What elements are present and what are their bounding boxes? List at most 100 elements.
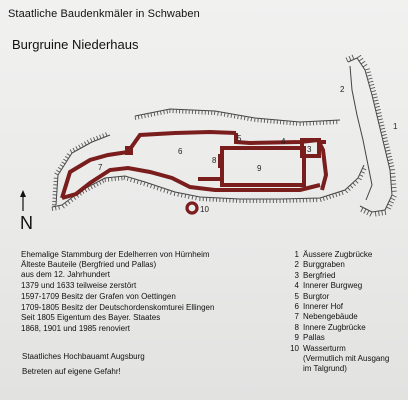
hatch-tick xyxy=(64,202,68,207)
legend-number: 1 xyxy=(294,250,299,259)
hatch-tick xyxy=(365,71,371,74)
hatch-tick xyxy=(150,112,153,117)
hatch-tick xyxy=(368,80,374,83)
inner-gate-block xyxy=(218,154,224,168)
hatch-tick xyxy=(338,191,341,196)
hatch-tick xyxy=(217,111,219,116)
hatch-tick xyxy=(347,187,351,191)
hatch-tick xyxy=(380,130,386,133)
sign-header: Staatliche Baudenkmäler in Schwaben xyxy=(8,8,200,20)
hatch-tick xyxy=(134,115,137,121)
hatch-tick xyxy=(388,162,394,165)
legend-text: Nebengebäude xyxy=(303,312,358,322)
hatch-tick xyxy=(369,211,373,217)
hatch-tick xyxy=(87,186,90,191)
hatch-tick xyxy=(166,109,169,114)
map-label-3: 3 xyxy=(307,145,312,154)
hatch-tick xyxy=(130,177,133,182)
hatch-tick xyxy=(59,164,64,168)
hatch-tick xyxy=(67,200,71,205)
hatch-tick xyxy=(147,113,149,118)
hatch-tick xyxy=(75,146,79,151)
hatch-tick xyxy=(381,210,383,216)
hatch-tick xyxy=(371,90,377,93)
hatch-tick xyxy=(56,169,60,173)
history-line: Seit 1805 Eigentum des Bayer. Staates xyxy=(21,313,161,322)
hatch-tick xyxy=(81,142,84,147)
hatch-tick xyxy=(163,110,165,115)
office-credit: Staatliches Hochbauamt Augsburg xyxy=(22,352,145,361)
map-label-1: 1 xyxy=(393,122,398,131)
hatch-tick xyxy=(319,197,322,202)
hatch-tick xyxy=(213,110,216,116)
hatch-tick xyxy=(360,207,364,213)
hatch-tick xyxy=(362,167,367,171)
legend-number: 2 xyxy=(294,260,299,270)
hatch-tick xyxy=(64,155,69,159)
hatch-tick xyxy=(360,171,365,174)
hatch-tick xyxy=(381,134,387,137)
hatch-tick xyxy=(351,54,355,60)
hatch-tick xyxy=(328,194,332,199)
hatch-tick xyxy=(144,114,146,119)
hatch-tick xyxy=(250,117,253,122)
legend-number: 3 xyxy=(294,270,299,280)
hatch-tick xyxy=(72,147,76,152)
hatch-tick xyxy=(375,109,381,112)
hatch-tick xyxy=(133,178,136,183)
hatch-tick xyxy=(230,113,233,118)
hatch-tick xyxy=(73,196,77,200)
hatch-tick xyxy=(123,175,126,180)
legend-number: 10 xyxy=(290,343,299,353)
hatch-tick xyxy=(57,166,62,170)
hatch-tick xyxy=(54,172,59,176)
pallas-wall xyxy=(220,146,306,187)
hatch-tick xyxy=(66,153,71,157)
hatch-tick xyxy=(357,177,362,181)
history-line: 1868, 1901 und 1985 renoviert xyxy=(21,324,130,333)
hatch-tick xyxy=(322,196,325,201)
hatch-tick xyxy=(386,155,392,158)
hatch-tick xyxy=(382,137,388,140)
hatch-tick xyxy=(240,115,243,120)
hatch-tick xyxy=(378,210,380,217)
hatch-tick xyxy=(54,206,57,211)
history-line: 1379 und 1633 teilweise zerstört xyxy=(21,281,137,290)
hatch-tick xyxy=(146,182,149,188)
hatch-tick xyxy=(389,165,395,168)
north-label: N xyxy=(20,213,33,233)
hatch-tick xyxy=(352,182,356,187)
hatch-tick xyxy=(376,112,382,115)
hatch-tick xyxy=(137,115,140,120)
hatch-tick xyxy=(332,193,335,198)
hatch-tick xyxy=(126,176,129,181)
hatch-tick xyxy=(86,139,90,144)
hatch-tick xyxy=(344,189,349,194)
history-line: aus dem 12. Jahrhundert xyxy=(21,270,110,279)
legend-text: Innerer Burgweg xyxy=(303,281,363,291)
hatch-tick xyxy=(173,191,176,197)
hatch-tick xyxy=(156,111,159,116)
outer-wall-south xyxy=(61,165,321,200)
hatch-tick xyxy=(61,161,66,165)
hatch-tick xyxy=(370,86,376,90)
hatch-tick xyxy=(90,138,93,143)
map-label-6: 6 xyxy=(178,147,183,156)
legend-text: Burgtor xyxy=(303,291,330,301)
wall-details xyxy=(125,140,326,181)
map-label-2: 2 xyxy=(340,85,345,94)
water-tower-icon xyxy=(185,201,199,215)
hatch-tick xyxy=(96,135,99,140)
hatch-tick xyxy=(366,210,370,216)
legend-number: 9 xyxy=(294,333,299,343)
hatch-tick xyxy=(379,124,385,127)
legend-text: Wasserturm (Vermutlich mit Ausgang im Ta… xyxy=(303,343,390,374)
hatch-tick xyxy=(341,190,344,195)
hatch-tick xyxy=(390,197,396,201)
ditch-west-north xyxy=(134,108,341,123)
hatch-tick xyxy=(364,68,370,71)
hatch-tick xyxy=(374,105,380,108)
